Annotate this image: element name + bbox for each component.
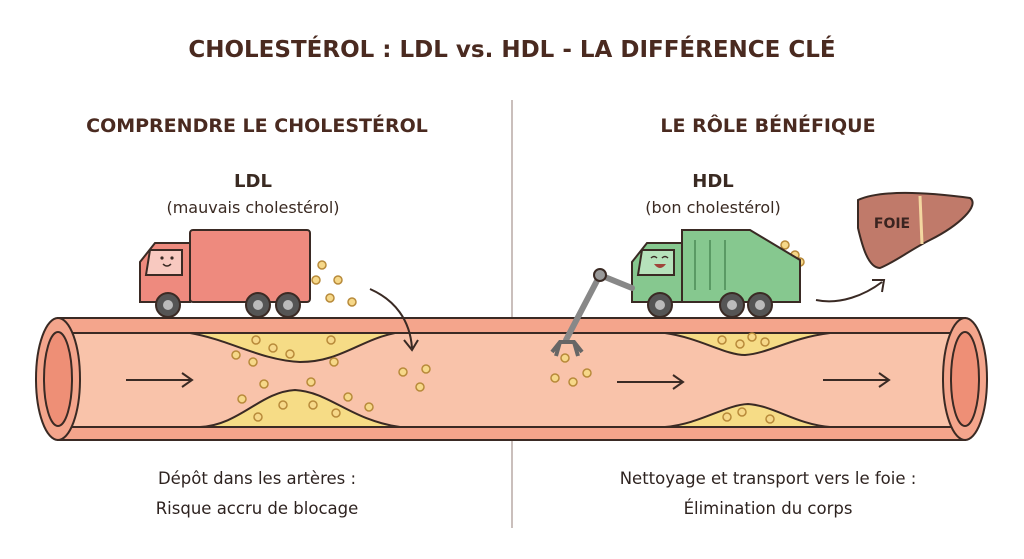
plaque-top-left: [189, 332, 396, 364]
right-heading: LE RÔLE BÉNÉFIQUE: [660, 113, 875, 137]
cholesterol-particle: [347, 297, 357, 307]
cholesterol-particle: [722, 412, 732, 422]
ldl-caption-line1: Dépôt dans les artères :: [158, 469, 356, 488]
hdl-garbage-truck-icon: [550, 229, 801, 357]
ldl-sublabel: (mauvais cholestérol): [166, 198, 339, 217]
cholesterol-particle: [317, 260, 327, 270]
cholesterol-particle: [251, 335, 261, 345]
cholesterol-particle: [364, 402, 374, 412]
cholesterol-particle: [717, 335, 727, 345]
cholesterol-particle: [415, 382, 425, 392]
liver-icon: FOIE: [857, 192, 974, 270]
cholesterol-particle: [311, 275, 321, 285]
cholesterol-particle: [237, 394, 247, 404]
cholesterol-particle: [326, 335, 336, 345]
cholesterol-particle: [331, 408, 341, 418]
transport-arrow-icon: [815, 279, 886, 303]
cholesterol-particle: [550, 373, 560, 383]
ldl-caption-line2: Risque accru de blocage: [156, 499, 359, 518]
cholesterol-particle: [737, 407, 747, 417]
liver-label: FOIE: [874, 216, 910, 232]
cholesterol-particle: [306, 377, 316, 387]
cholesterol-particle: [329, 357, 339, 367]
cholesterol-particle: [582, 368, 592, 378]
hdl-caption-line2: Élimination du corps: [684, 499, 853, 518]
cholesterol-particle: [760, 337, 770, 347]
cholesterol-particle: [268, 343, 278, 353]
cholesterol-particle: [259, 379, 269, 389]
cholesterol-particle: [765, 414, 775, 424]
cholesterol-particle: [231, 350, 241, 360]
hdl-sublabel: (bon cholestérol): [645, 198, 781, 217]
cholesterol-particle: [308, 400, 318, 410]
plaque-bottom-left: [199, 388, 401, 428]
cholesterol-particle: [398, 367, 408, 377]
deposit-arrow-icon: [369, 288, 419, 352]
cholesterol-particle: [421, 364, 431, 374]
flow-arrows: [126, 372, 891, 390]
plaque-top-right: [664, 332, 831, 357]
cholesterol-particle: [780, 240, 790, 250]
plaque-bottom-right: [664, 402, 831, 428]
cholesterol-particle: [285, 349, 295, 359]
hdl-label: HDL: [692, 171, 733, 192]
ldl-label: LDL: [234, 171, 272, 192]
cholesterol-particle: [333, 275, 343, 285]
hdl-caption-line1: Nettoyage et transport vers le foie :: [620, 469, 917, 488]
cholesterol-particle: [248, 357, 258, 367]
cholesterol-particle: [735, 339, 745, 349]
cholesterol-particle: [325, 293, 335, 303]
cholesterol-particle: [747, 332, 757, 342]
cholesterol-particle: [560, 353, 570, 363]
cholesterol-particle: [343, 392, 353, 402]
cholesterol-particle: [278, 400, 288, 410]
ldl-truck-icon: [139, 229, 311, 318]
artery: [35, 317, 988, 441]
cholesterol-particle: [568, 377, 578, 387]
main-title: CHOLESTÉROL : LDL vs. HDL - LA DIFFÉRENC…: [188, 35, 835, 63]
left-heading: COMPRENDRE LE CHOLESTÉROL: [86, 114, 428, 137]
cholesterol-particle: [253, 412, 263, 422]
